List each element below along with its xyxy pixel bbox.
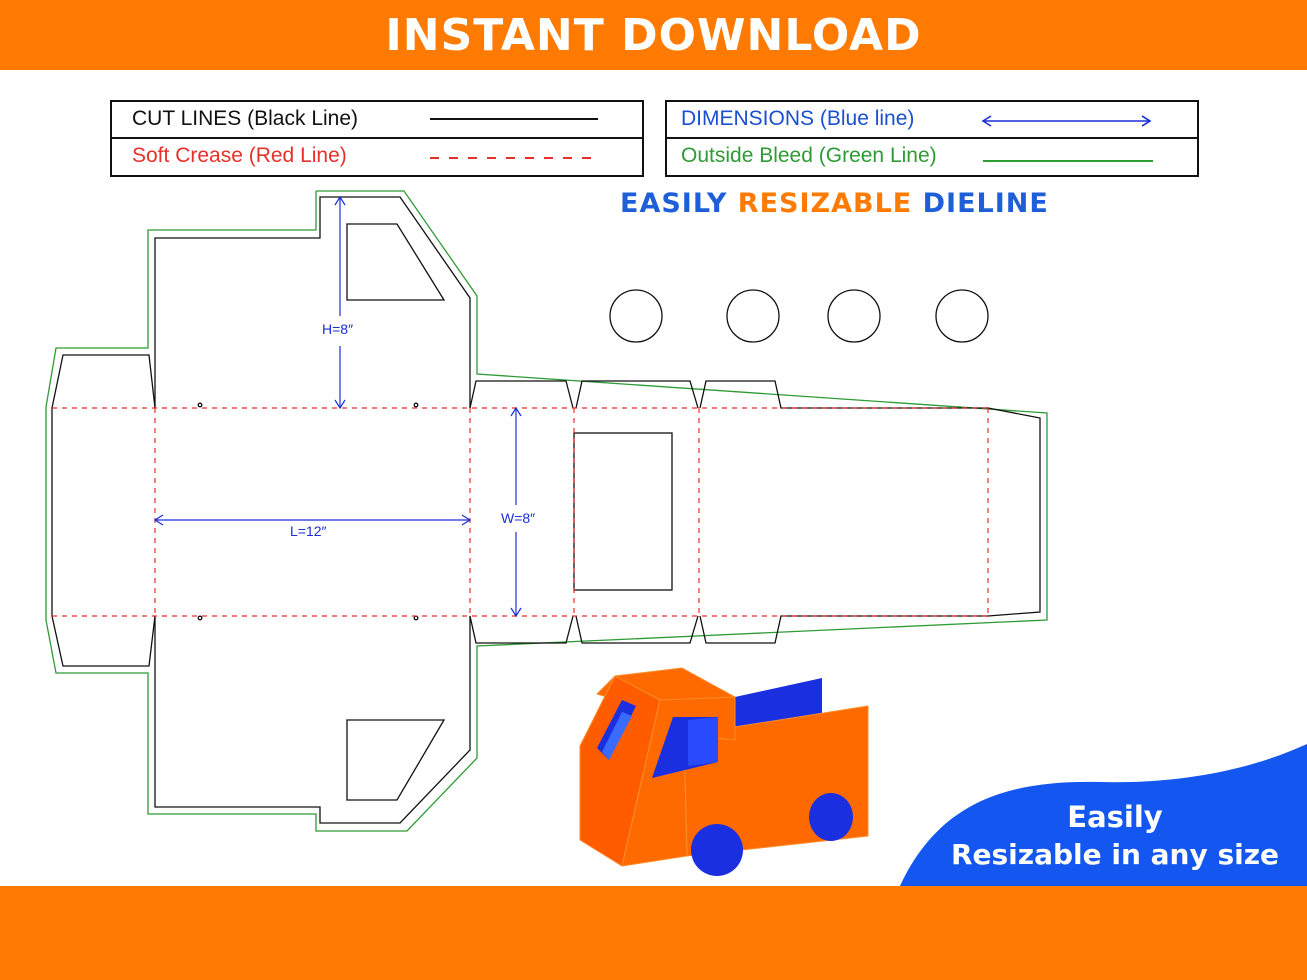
legend-row-bleed: Outside Bleed (Green Line) bbox=[667, 139, 1197, 175]
legend-row-cut: CUT LINES (Black Line) bbox=[112, 102, 642, 138]
legend-crease-label: Soft Crease (Red Line) bbox=[132, 144, 347, 167]
width-dimension-label: W=8″ bbox=[501, 510, 535, 526]
bottom-banner bbox=[0, 886, 1307, 980]
tagline: EASILY RESIZABLE DIELINE bbox=[620, 188, 1049, 219]
legend-divider bbox=[667, 137, 1197, 139]
dimension-line-sample bbox=[981, 115, 1152, 127]
cut-line-sample bbox=[430, 118, 598, 120]
promo-line2: Resizable in any size bbox=[950, 838, 1280, 871]
legend-left: CUT LINES (Black Line) Soft Crease (Red … bbox=[110, 100, 644, 177]
legend-dimensions-label: DIMENSIONS (Blue line) bbox=[681, 107, 915, 130]
tagline-resizable: RESIZABLE bbox=[737, 188, 913, 219]
promo-blob bbox=[900, 744, 1307, 886]
legend-row-dimensions: DIMENSIONS (Blue line) bbox=[667, 102, 1197, 138]
promo-line1: Easily bbox=[1067, 800, 1163, 834]
bleed-line-sample bbox=[983, 160, 1153, 162]
crease-line-sample bbox=[430, 157, 598, 159]
legend-row-crease: Soft Crease (Red Line) bbox=[112, 139, 642, 175]
cut-lines bbox=[51, 196, 1041, 824]
top-banner: INSTANT DOWNLOAD bbox=[0, 0, 1307, 70]
crease-lines bbox=[52, 407, 989, 617]
tagline-easily: EASILY bbox=[620, 188, 728, 219]
legend-bleed-label: Outside Bleed (Green Line) bbox=[681, 144, 937, 167]
length-dimension-label: L=12″ bbox=[290, 523, 327, 539]
banner-title: INSTANT DOWNLOAD bbox=[385, 9, 922, 61]
legend-cut-label: CUT LINES (Black Line) bbox=[132, 107, 359, 130]
dimension-lines bbox=[153, 195, 522, 618]
legend-right: DIMENSIONS (Blue line) Outside Bleed (Gr… bbox=[665, 100, 1199, 177]
tagline-dieline: DIELINE bbox=[922, 188, 1049, 219]
height-dimension-label: H=8″ bbox=[322, 321, 353, 337]
truck-mockup bbox=[579, 667, 869, 876]
legend-divider bbox=[112, 137, 642, 139]
bleed-outline bbox=[45, 190, 1048, 832]
truck-rear-wheel bbox=[809, 793, 853, 841]
truck-front-wheel bbox=[691, 824, 743, 876]
